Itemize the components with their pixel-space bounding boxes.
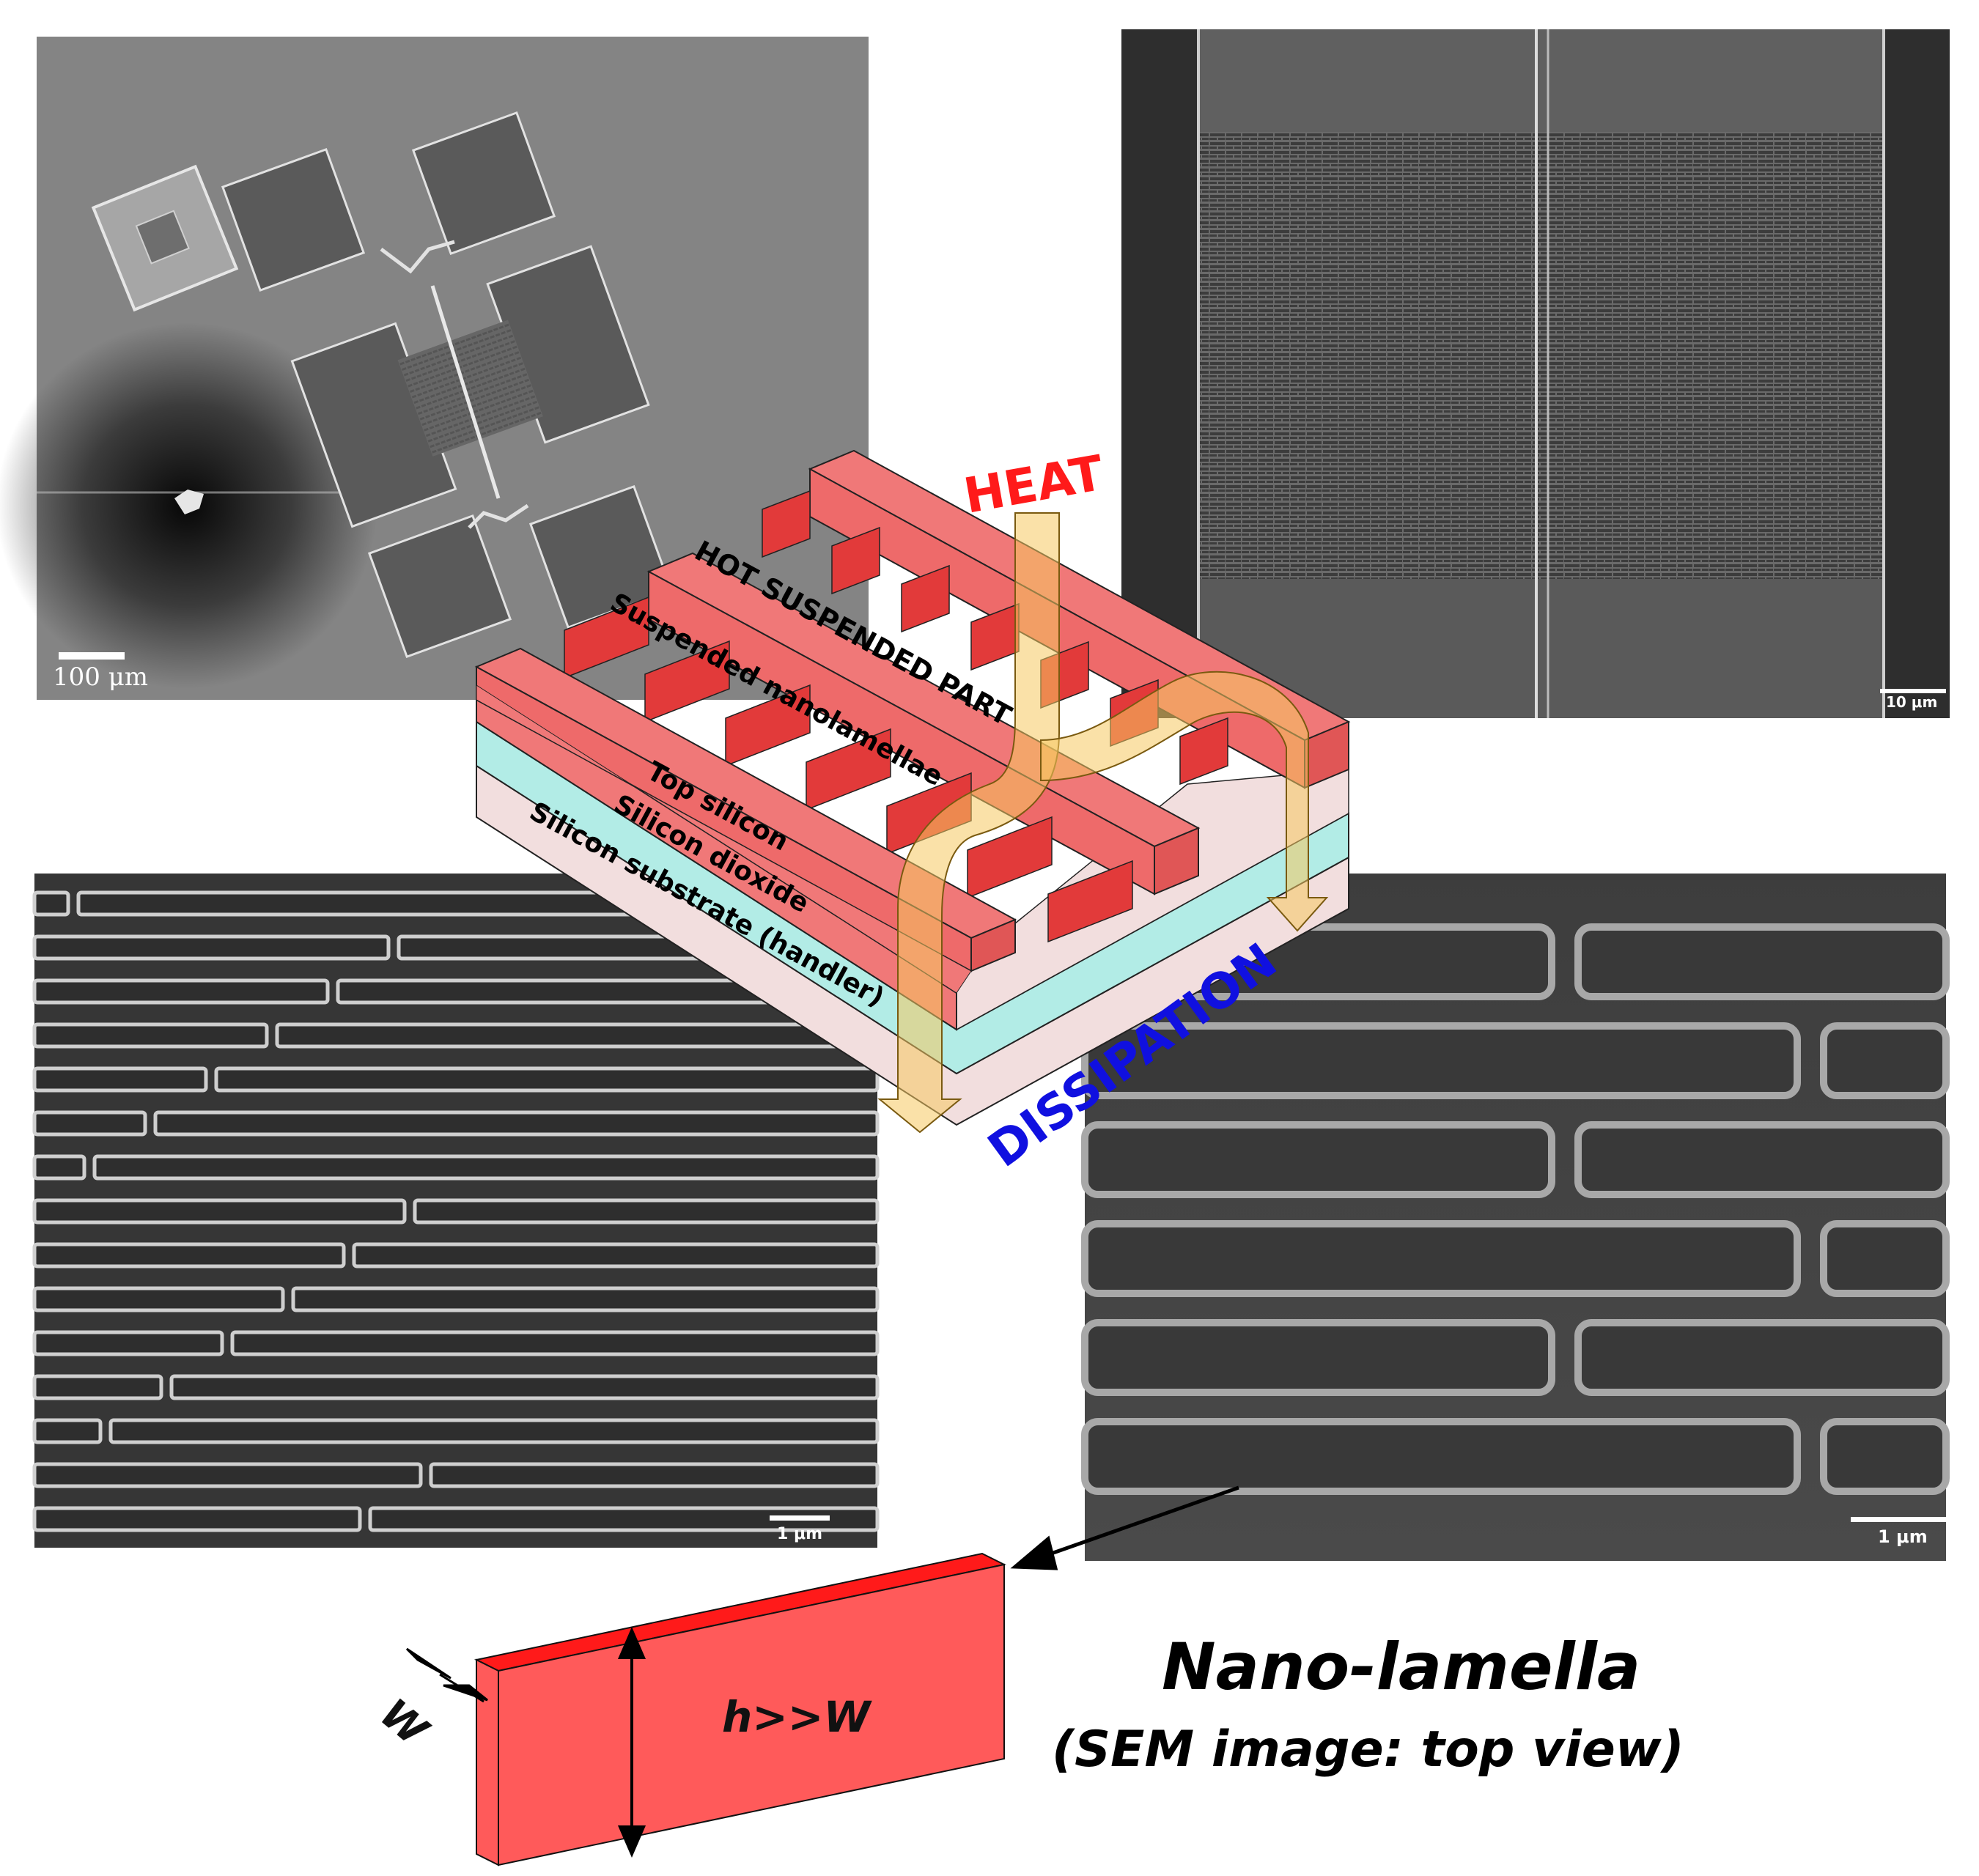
lamella-row-segment [1081,1418,1801,1495]
lamella-row-segment [32,890,70,917]
pointer-arrow [1010,1485,1239,1570]
lamella-row-segment [352,1242,880,1268]
height-arrow [617,1626,646,1858]
lamella-row-segment [32,1110,147,1137]
lamella-row-segment [108,1418,880,1444]
lamellae-back [762,490,1228,786]
lamella-row-segment [32,1286,285,1312]
lamella-row-segment [32,1418,103,1444]
sem-panel-bottom-right: 1 μm [1081,874,1950,1561]
lamella-row-segment [1820,1220,1950,1297]
width-label: W [371,1690,438,1757]
sem-panel-top-right: 10 μm [1121,29,1950,718]
lamella-row-segment [214,1066,880,1093]
lamella-row-segment [1574,923,1950,1000]
lamella-row-segment [32,1066,208,1093]
lamella-subtitle: (SEM image: top view) [1052,1721,1684,1779]
lamella-row-segment [32,1330,224,1356]
lamella-row-segment [169,1374,880,1400]
scale-label-top-right: 10 μm [1886,693,1937,711]
sem-panel-top-left: 100 μm [0,37,869,700]
sem-panel-bottom-left: 1 μm [32,874,880,1548]
lamella-row-segment [153,1110,880,1137]
heat-label: HEAT [959,445,1108,525]
scale-label-bottom-left: 1 μm [777,1525,822,1543]
lamella-row-segment [1081,1220,1801,1297]
height-label: h>>W [722,1692,872,1742]
lamella-row-segment [291,1286,880,1312]
lamella-row-segment [1574,1319,1950,1396]
lamella-row-segment [92,1154,880,1181]
lamella-rows-bottom-left [32,890,880,1532]
lamella-row-segment [32,934,391,961]
lamella-row-segment [32,1198,407,1225]
lamella-row-segment [1820,1022,1950,1099]
lamella-row-segment [32,1242,346,1268]
heat-flow-arrows [877,512,1329,1134]
lamella-row-segment [32,1022,269,1049]
lamella-title: Nano-lamella [1162,1629,1640,1705]
suspended-structure-schematic: HOT SUSPENDED PART Suspended nanolamella… [474,445,1351,1178]
lamella-row-segment [230,1330,880,1356]
lamella-row-segment [275,1022,880,1049]
lamella-row-segment [32,1462,423,1488]
lamella-row-segment [32,978,330,1005]
lamella-row-segment [1081,1022,1801,1099]
lamella-row-segment [1081,1121,1555,1198]
nano-lamella-block: h>>W W [371,1485,1239,1866]
lamella-row-segment [32,1154,86,1181]
lamella-row-segment [1820,1418,1950,1495]
lamellae-front [564,596,1133,943]
lamella-row-segment [429,1462,880,1488]
lamella-row-segment [32,1374,163,1400]
lamella-row-segment [1081,1319,1555,1396]
scale-label-bottom-right: 1 μm [1878,1526,1928,1547]
lamella-row-segment [368,1506,880,1532]
lamella-row-segment [413,1198,880,1225]
lamella-row-segment [1574,1121,1950,1198]
lamella-row-segment [32,1506,362,1532]
scale-label-top-left: 100 μm [53,662,148,692]
width-arrows [405,1647,488,1703]
